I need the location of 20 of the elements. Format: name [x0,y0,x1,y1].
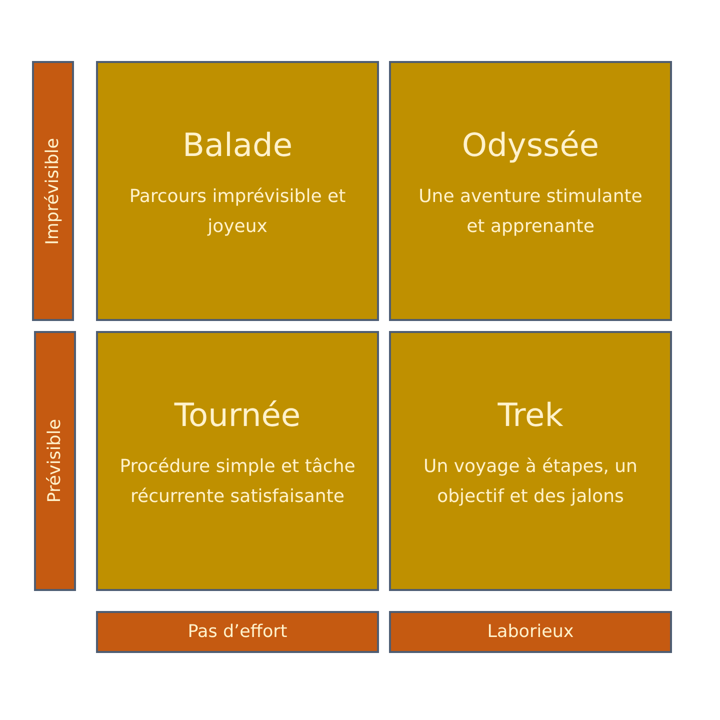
horizontal-axis-bar [389,611,672,653]
quadrant-description: Parcours imprévisible et joyeux [128,185,347,239]
quadrant-title: Balade [182,126,293,164]
axis-label: Prévisible [45,419,65,503]
vertical-axis-bar [32,61,74,321]
vertical-axis-bar [34,331,76,591]
horizontal-axis-bar [96,611,379,653]
quadrant-title: Tournée [174,396,301,434]
quadrant-box [96,331,379,591]
axis-label: Laborieux [487,622,574,642]
quadrant-title: Trek [498,396,564,434]
quadrant-box [389,331,672,591]
axis-label: Imprévisible [43,138,63,244]
quadrant-description: Procédure simple et tâche récurrente satisfaisante [118,455,356,509]
quadrant-box [389,61,672,321]
quadrant-description: Une aventure stimulante et apprenante [418,185,644,239]
quadrant-description: Un voyage à étapes, un objectif et des jalons [422,455,638,509]
quadrant-title: Odyssée [462,126,600,164]
axis-label: Pas d’effort [188,622,288,642]
quadrant-box [96,61,379,321]
